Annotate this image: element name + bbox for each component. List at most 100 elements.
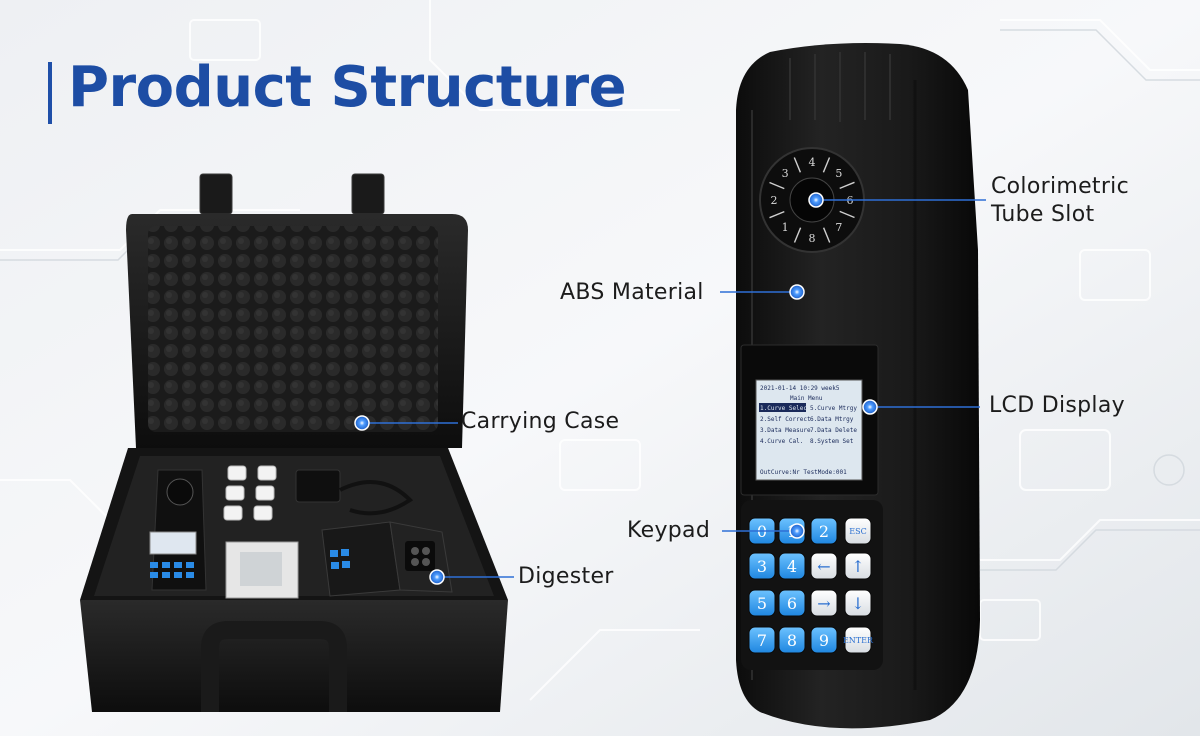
lcd-menu-item: 8.System Set (810, 438, 854, 445)
dial-tick (822, 227, 831, 243)
key-cap[interactable] (778, 552, 806, 580)
case-latch-right (351, 173, 385, 215)
keypad-key[interactable]: ENTER (843, 626, 874, 654)
dial-tick (839, 181, 855, 190)
key-cap[interactable] (844, 589, 872, 617)
callout-keypad: Keypad (627, 518, 711, 543)
tube-slot-marker (808, 192, 824, 208)
abs-material-marker (789, 284, 805, 300)
key-cap[interactable] (778, 626, 806, 654)
case-lid-foam (148, 226, 438, 432)
title-accent-bar (48, 62, 52, 124)
keypad-key[interactable]: → (810, 589, 838, 617)
key-label: ← (817, 557, 830, 576)
dial-number: 3 (782, 167, 789, 180)
case-device (149, 469, 207, 591)
dial-number: 7 (835, 221, 842, 234)
lcd-menu-item: 7.Data Delete (810, 427, 857, 434)
callout-abs-material: ABS Material (560, 280, 704, 305)
key-label: 3 (757, 557, 767, 576)
lcd-screen (755, 379, 863, 481)
keypad-key[interactable]: ESC (844, 517, 872, 545)
callout-colorimetric-line1: Colorimetric (991, 174, 1129, 199)
callout-colorimetric-line2: Tube Slot (991, 202, 1095, 227)
dial-number: 1 (782, 221, 789, 234)
key-cap[interactable] (810, 552, 838, 580)
case-handle (201, 621, 347, 712)
keypad-marker (789, 523, 805, 539)
keypad-key[interactable]: 3 (748, 552, 776, 580)
key-cap[interactable] (810, 589, 838, 617)
key-cap[interactable] (748, 552, 776, 580)
key-label: 5 (757, 594, 767, 613)
key-cap[interactable] (778, 589, 806, 617)
lcd-menu-title: Main Menu (790, 395, 823, 402)
callout-dots (354, 192, 878, 585)
callout-lines (362, 199, 986, 578)
case-digester (321, 521, 453, 597)
dial-number: 8 (809, 232, 816, 245)
keypad-key[interactable]: 2 (810, 517, 838, 545)
key-label: ↑ (851, 557, 864, 576)
key-cap[interactable] (844, 552, 872, 580)
dial-tick (839, 210, 855, 219)
key-cap[interactable] (748, 626, 776, 654)
key-label: 9 (819, 631, 829, 650)
keypad-key[interactable]: 5 (748, 589, 776, 617)
lcd-menu-item: 4.Curve Cal. (760, 438, 803, 445)
dial-number: 5 (835, 167, 842, 180)
digester-marker (429, 569, 445, 585)
dial-number: 2 (771, 194, 778, 207)
carrying-case (80, 173, 508, 712)
callout-lcd-display: LCD Display (989, 393, 1125, 418)
dial-tick (793, 227, 802, 243)
lcd-status-line: 2021-01-14 10:29 week5 (760, 385, 840, 392)
keypad-key[interactable]: 7 (748, 626, 776, 654)
key-cap[interactable] (810, 626, 838, 654)
key-label: 2 (819, 522, 829, 541)
key-cap[interactable] (810, 517, 838, 545)
callout-digester: Digester (518, 564, 614, 589)
keypad-key[interactable]: 9 (810, 626, 838, 654)
dial-tick (769, 210, 785, 219)
key-cap[interactable] (844, 517, 872, 545)
lcd-selected-highlight (759, 403, 806, 412)
case-power-adapter (295, 469, 414, 516)
lcd-menu-item: 2.Self Correct (760, 416, 811, 423)
case-base-body (80, 600, 508, 712)
case-sample-bottles (223, 465, 277, 521)
keypad-key[interactable]: ← (810, 552, 838, 580)
keypad-key[interactable]: ↓ (844, 589, 872, 617)
key-cap[interactable] (844, 626, 872, 654)
key-label: 7 (757, 631, 767, 650)
carrying-case-marker (354, 415, 370, 431)
key-label: 4 (787, 557, 797, 576)
key-label: → (817, 594, 830, 613)
callout-carrying-case: Carrying Case (461, 409, 620, 434)
key-label: ↓ (851, 594, 864, 613)
lcd-menu-item: 5.Curve Mtrgy (810, 405, 857, 412)
lcd-menu-item: 3.Data Measure (760, 427, 811, 434)
keypad-key[interactable]: 4 (778, 552, 806, 580)
key-label: 8 (787, 631, 797, 650)
page-title: Product Structure (68, 55, 627, 120)
keypad-key[interactable]: ↑ (844, 552, 872, 580)
keypad-key[interactable]: 8 (778, 626, 806, 654)
lcd-menu-item: 1.Curve Select (760, 405, 811, 412)
lcd-menu-item: 6.Data Mtrgy (810, 416, 854, 423)
case-latch-left (199, 173, 233, 215)
key-label: ESC (849, 527, 866, 536)
dial-tick (793, 157, 802, 173)
dial-number: 4 (809, 156, 816, 169)
key-label: 6 (787, 594, 797, 613)
dial-tick (822, 157, 831, 173)
dial-tick (769, 181, 785, 190)
background-circuit-pattern (0, 0, 1200, 701)
key-cap[interactable] (748, 589, 776, 617)
lcd-display-marker (862, 399, 878, 415)
keypad-key[interactable]: 6 (778, 589, 806, 617)
lcd-footer: OutCurve:Nr TestMode:001 (760, 469, 847, 476)
